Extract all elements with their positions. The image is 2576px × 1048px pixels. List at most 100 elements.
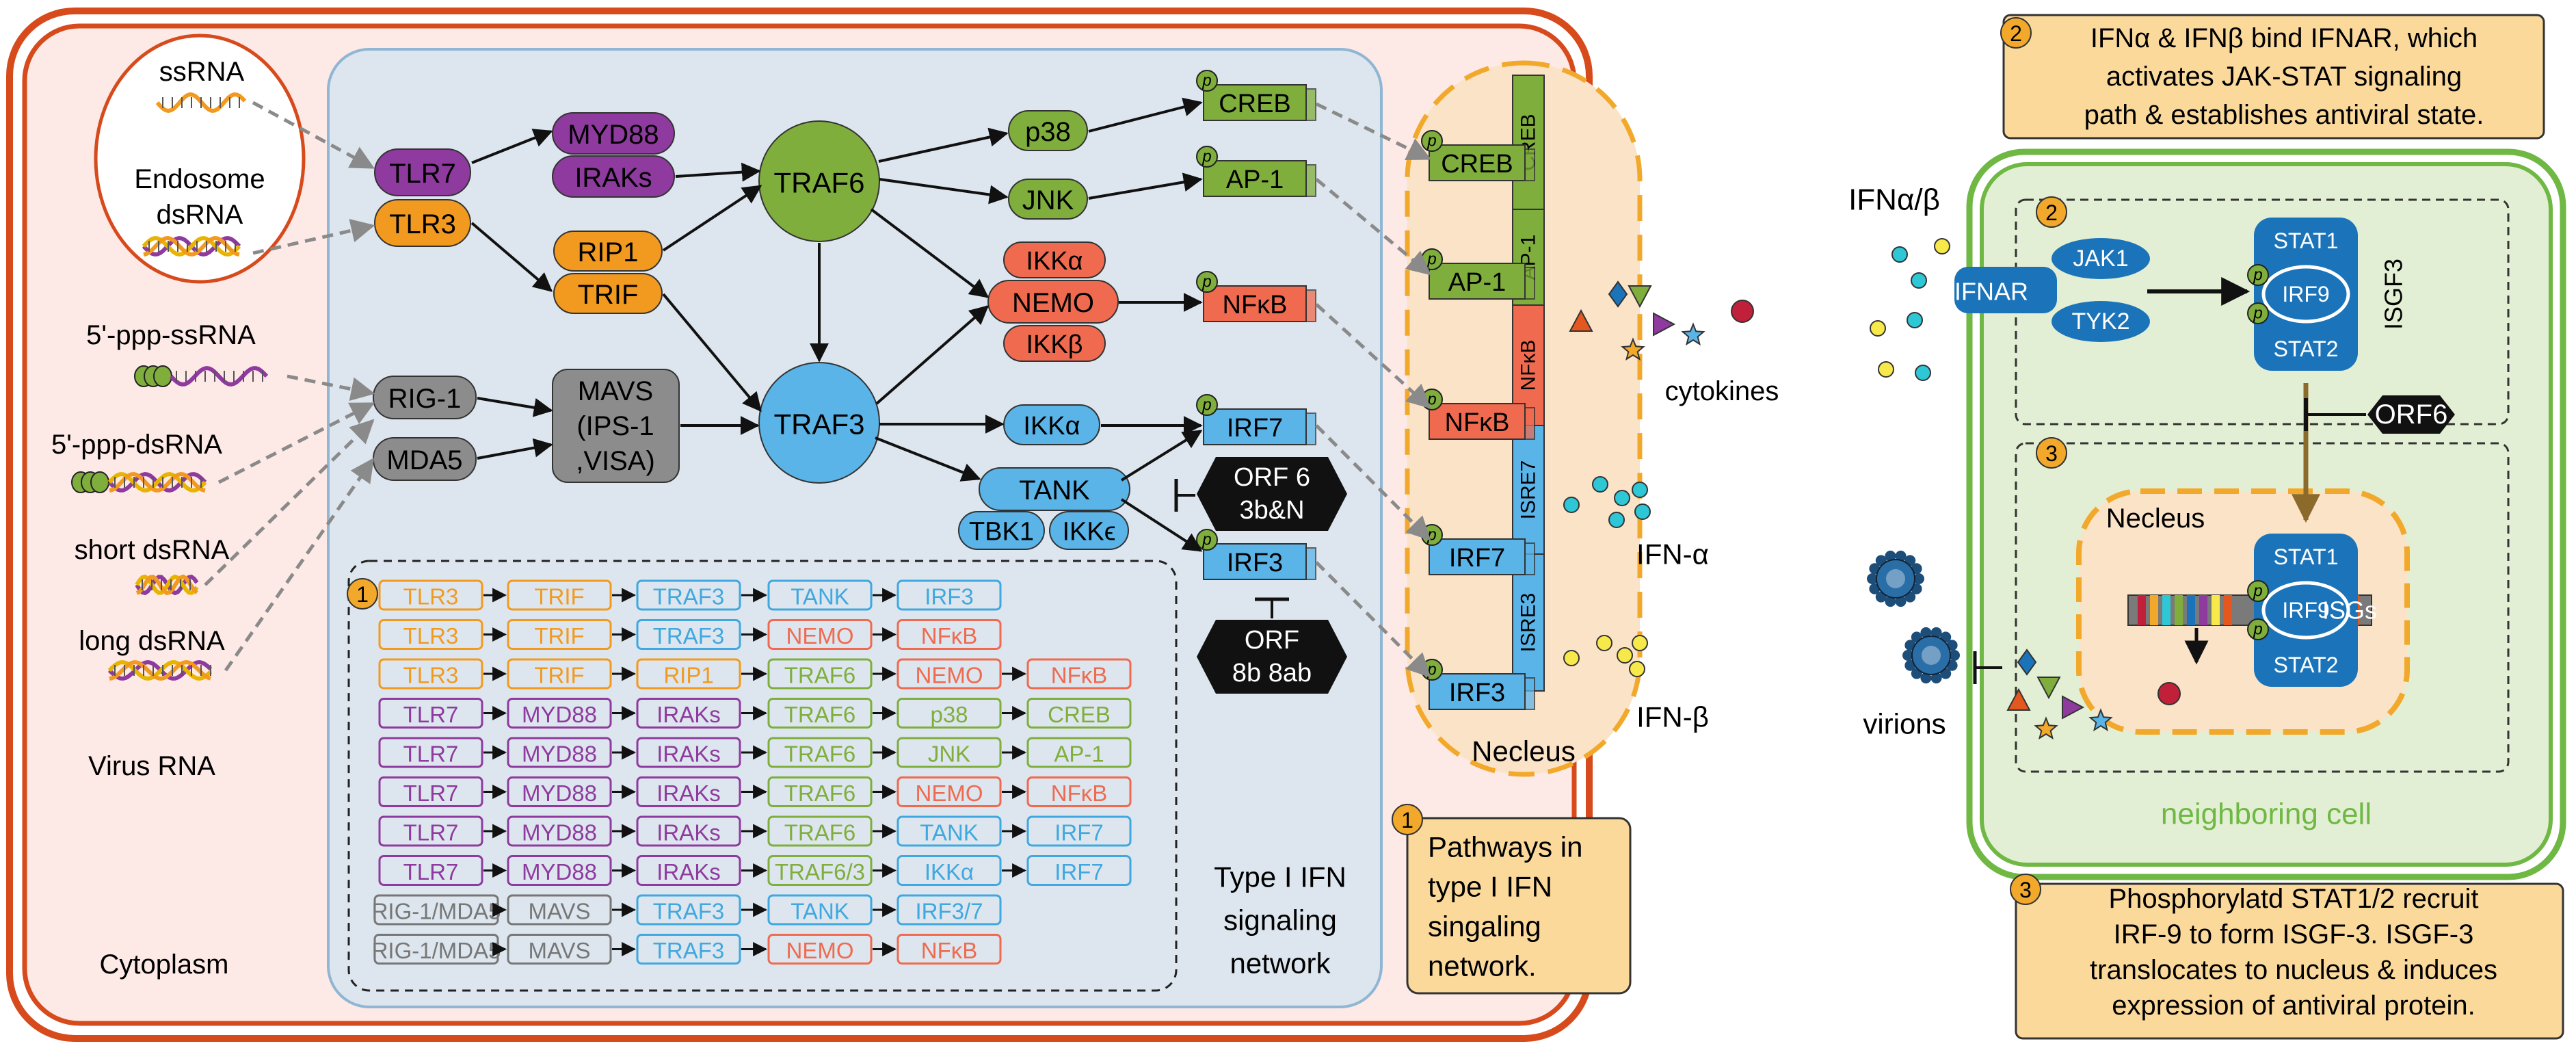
ap1-nuc-p-label: p [1426, 250, 1436, 269]
note2-line-2: activates JAK-STAT signaling [2106, 62, 2462, 92]
cytokine-triangle-icon [1569, 309, 1593, 332]
pathway-row-1-cell-3-box [767, 619, 873, 650]
pathway-row-4-cell-4: JNK [928, 742, 970, 767]
cytokine-dot-icon [1731, 300, 1754, 323]
antiviral-star-blue-icon [2088, 708, 2113, 732]
pathway-row-6-cell-5: IRF7 [1054, 820, 1104, 846]
tank-node-shape [979, 467, 1130, 511]
isgf3-cyto-stat1: STAT1 [2274, 228, 2339, 253]
irf7-cyto-side [1305, 412, 1316, 445]
note1-box [1406, 817, 1632, 995]
jnk-node: JNK [1022, 185, 1074, 215]
nemo-node-shape [987, 280, 1119, 324]
pathway-row-1-cell-2-box [636, 619, 741, 650]
pathway-row-3-cell-5: CREB [1048, 702, 1111, 727]
note3-number: 3 [2019, 878, 2032, 902]
pathway-row-4-cell-2: IRAKs [656, 742, 721, 767]
nfkb-cyto-side [1305, 289, 1316, 322]
note3-number-badge [2010, 874, 2041, 905]
virus-rna-group [71, 92, 269, 681]
cytokine-star-blue-icon [1681, 322, 1705, 346]
nucleus-nfkb-strip: NFκB [1517, 340, 1540, 391]
ifna-dot-2 [1614, 490, 1630, 506]
pathway-row-6-cell-0-box [378, 815, 483, 847]
isg-gene-stripe-0 [2138, 595, 2146, 625]
ssrna-helix [155, 92, 247, 114]
ifnar-label: IFNAR [1954, 278, 2028, 306]
rig1-node: RIG-1 [388, 384, 462, 414]
isgf3-nuc-p-label-0: p [2253, 582, 2262, 601]
pathway-row-7-cell-4: IKKα [925, 859, 974, 885]
isgf3-nuc-irf9: IRF9 [2282, 598, 2329, 623]
note2-line-3: path & establishes antiviral state. [2084, 100, 2484, 130]
nucleus-isre3-strip: ISRE3 [1517, 593, 1540, 653]
irf7-to-nucleus-arrow [1315, 424, 1431, 541]
isg-gene-stripe-1 [2150, 595, 2158, 625]
pathway-row-7-cell-0: TLR7 [403, 859, 459, 885]
pathway-row-6-cell-4-box [897, 815, 1002, 847]
pathway-row-1-cell-1-box [507, 619, 612, 650]
creb-nuc-p-label: p [1426, 132, 1436, 150]
virion-icon-1 [1867, 550, 1924, 607]
nfkb-nuc: NFκB [1445, 408, 1510, 437]
ikka-node-shape [1003, 241, 1106, 278]
ikka2-node: IKKα [1023, 412, 1080, 441]
nucleus-isre3-strip-shape [1512, 553, 1545, 692]
pathway-row-9-cell-4-box [897, 934, 1002, 965]
pathway-row-6-cell-0: TLR7 [403, 820, 459, 846]
pathway-row-4-cell-3-box [767, 737, 873, 768]
tlr7-node-shape [374, 148, 471, 196]
jnk-to-ap1 [1088, 172, 1203, 200]
pathway-row-0-cell-2-box [636, 579, 741, 611]
long-dsrna-helix [107, 659, 213, 681]
pathway-row-0-cell-1: TRIF [534, 584, 584, 610]
nfkb-cyto: NFκB [1223, 291, 1288, 319]
orf8-inhibitor-line1: ORF [1245, 626, 1299, 655]
neighboring-cell-label: neighboring cell [2161, 798, 2372, 831]
ppp-ssrna-label: 5'-ppp-ssRNA [86, 320, 256, 350]
pathway-row-4-cell-3: TRAF6 [784, 742, 856, 767]
network-label-3: network [1230, 947, 1331, 980]
ap1-nuc: AP-1 [1448, 268, 1506, 297]
short-dsrna-label: short dsRNA [75, 535, 230, 565]
pathway-row-5-cell-5-box [1026, 776, 1132, 807]
pathway-row-7-cell-3: TRAF6/3 [775, 859, 865, 885]
jak1-shape [2051, 238, 2150, 279]
isg-gene-stripe-6 [2212, 595, 2220, 625]
isgf3-cyto-p-0 [2247, 264, 2269, 286]
pathway-row-0-cell-0: TLR3 [403, 584, 459, 610]
ppp-ssrna-to-rig1-arrow [287, 374, 375, 401]
isg-gene-stripe-3 [2175, 595, 2183, 625]
pathway-row-4-cell-0-box [378, 737, 483, 768]
pathway-row-9-cell-2: TRAF3 [653, 938, 725, 963]
pathway-row-5-cell-2-box [636, 776, 741, 807]
irf3-nuc: IRF3 [1449, 679, 1505, 707]
iraks-node: IRAKs [574, 163, 652, 193]
note2-number: 2 [2010, 21, 2022, 46]
nfkb-nuc-side [1524, 407, 1535, 440]
pathway-table-number-badge [347, 578, 378, 610]
ifna-dot-4 [1608, 512, 1625, 528]
pathway-row-1-cell-4: NFκB [921, 623, 978, 649]
irf3-cyto: IRF3 [1227, 549, 1283, 577]
ap1-nuc-shape [1429, 263, 1526, 300]
network-label-1: Type I IFN [1214, 861, 1346, 893]
pathway-row-6-cell-2: IRAKs [656, 820, 721, 846]
pathway-row-2-cell-5: NFκB [1051, 663, 1108, 688]
creb-cyto: CREB [1219, 90, 1291, 118]
irf7-nuc: IRF7 [1449, 544, 1505, 573]
antiviral-diamond-icon [2017, 649, 2037, 676]
pathway-row-6-cell-3-box [767, 815, 873, 847]
pathway-row-4-cell-1-box [507, 737, 612, 768]
nfkb-to-nucleus-arrow [1315, 303, 1431, 409]
pathway-row-5-cell-1-box [507, 776, 612, 807]
nucleus-creb-strip-shape [1512, 75, 1545, 210]
pathway-row-9-cell-1-box [507, 934, 612, 965]
ppp-dsrna-label: 5'-ppp-dsRNA [51, 430, 222, 460]
long-dsrna-to-mda5-arrow [224, 458, 375, 672]
long-dsrna-label: long dsRNA [79, 626, 225, 656]
pathway-row-8-cell-2-box [636, 894, 741, 926]
ifn-ligand-dot-4 [1907, 312, 1923, 328]
nfkb-cyto-p [1196, 271, 1218, 293]
